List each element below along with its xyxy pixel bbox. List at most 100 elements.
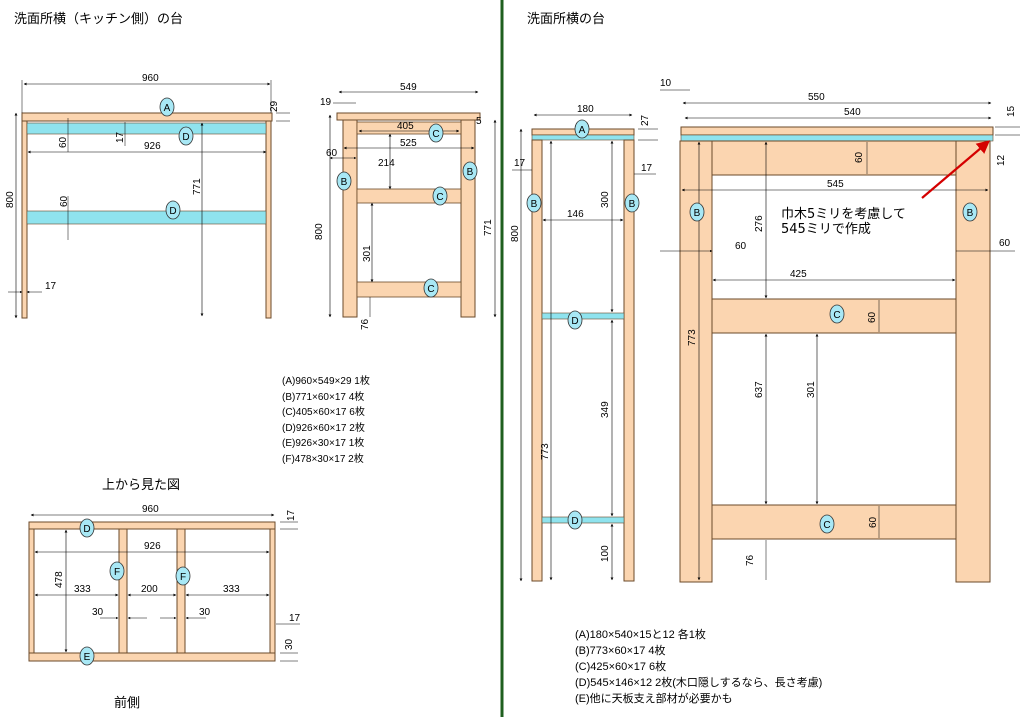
dim-bottom-gap: 76 (745, 554, 756, 566)
dim-leg-width-left: 60 (735, 241, 747, 252)
right-parts-list: (A)180×540×15と12 各1枚 (B)773×60×17 4枚 (C)… (575, 627, 822, 707)
dim-sub-thick: 12 (996, 154, 1007, 166)
left-front-view: 960 29 60 17 926 60 771 800 17 (5, 73, 290, 319)
svg-text:B: B (629, 199, 636, 210)
svg-text:D: D (571, 516, 578, 527)
dim-mid-span: 200 (141, 584, 158, 595)
part-line: (A)960×549×29 1枚 (282, 376, 370, 387)
dim-top-gap: 5 (476, 116, 482, 127)
dim-width: 550 (808, 92, 825, 103)
svg-text:A: A (164, 103, 171, 114)
svg-text:D: D (83, 524, 90, 535)
dim-top-thick: 29 (269, 100, 280, 112)
svg-text:B: B (467, 167, 474, 178)
dim-overhang: 19 (320, 97, 332, 108)
label-c-rf-mid: C (829, 304, 845, 324)
svg-text:D: D (182, 132, 189, 143)
svg-text:C: C (427, 284, 434, 295)
dim-mid-rail-height: 60 (867, 311, 878, 323)
dim-lower-rail-height: 60 (868, 516, 879, 528)
dim-inner-width: 545 (827, 179, 844, 190)
dim-301: 301 (806, 381, 817, 398)
part-label-layer: A D D C B B C C D F F E A B B D D B B C … (79, 97, 978, 666)
label-b-left: B (336, 171, 352, 191)
note-line-1: 巾木5ミリを考慮して (781, 207, 906, 222)
label-c-top: C (428, 123, 444, 143)
dim-inner-width: 926 (144, 541, 161, 552)
left-side-view: 549 19 5 405 525 60 214 800 771 301 76 (314, 82, 497, 330)
right-title: 洗面所横の台 (527, 12, 605, 27)
label-d-topview: D (79, 518, 95, 538)
dim-top-thick: 27 (640, 114, 651, 126)
dim-bottom-gap: 76 (360, 318, 371, 330)
dim-right-span: 333 (223, 584, 240, 595)
label-d-lower: D (165, 200, 181, 220)
dim-rail-height: 60 (58, 136, 69, 148)
label-f-left: F (109, 561, 125, 581)
dim-inner-width: 146 (567, 209, 584, 220)
front-caption: 前側 (114, 695, 140, 711)
dim-frame-thick: 17 (286, 509, 297, 521)
dim-upper-gap: 300 (600, 191, 611, 208)
dim-rail-width: 425 (790, 269, 807, 280)
dim-leg-width: 60 (326, 148, 338, 159)
dim-overhang: 10 (660, 78, 672, 89)
note-line-2: 545ミリで作成 (781, 222, 871, 237)
label-e-topview: E (79, 646, 95, 666)
svg-text:B: B (967, 208, 974, 219)
label-b-rf-left: B (689, 202, 705, 222)
label-d-upper: D (178, 126, 194, 146)
svg-text:B: B (531, 199, 538, 210)
svg-text:D: D (169, 206, 176, 217)
part-line: (C)405×60×17 6枚 (282, 407, 365, 418)
label-d-rs-upper: D (567, 310, 583, 330)
label-b-rs-left: B (526, 193, 542, 213)
dim-leg-height: 773 (687, 329, 698, 346)
dim-lower-gap: 301 (362, 245, 373, 262)
label-a-left-front: A (159, 97, 175, 117)
dim-depth: 549 (400, 82, 417, 93)
svg-text:F: F (180, 572, 186, 583)
dim-depth: 180 (577, 104, 594, 115)
dim-rail-thick: 17 (115, 131, 126, 143)
part-line: (D)545×146×12 2枚(木口隠しするなら、長さ考慮) (575, 677, 823, 689)
right-side-view: 180 27 17 17 800 146 300 349 773 100 (510, 104, 658, 582)
label-c-rf-bottom: C (819, 514, 835, 534)
label-b-rs-right: B (624, 193, 640, 213)
dim-front-rail: 30 (284, 638, 295, 650)
right-front-view: 10 550 540 15 12 60 276 545 60 60 425 60… (660, 78, 1020, 583)
left-title: 洗面所横（キッチン側）の台 (14, 12, 183, 27)
svg-text:F: F (114, 567, 120, 578)
left-parts-list: (A)960×549×29 1枚 (B)771×60×17 4枚 (C)405×… (282, 374, 370, 467)
svg-text:B: B (694, 208, 701, 219)
svg-text:E: E (84, 652, 91, 663)
label-b-rf-right: B (962, 202, 978, 222)
dim-inner-depth: 525 (400, 138, 417, 149)
svg-text:D: D (571, 316, 578, 327)
part-line: (A)180×540×15と12 各1枚 (575, 629, 706, 641)
leg-left (21, 120, 28, 319)
dim-top-thick: 15 (1006, 105, 1017, 117)
dim-middle-gap: 349 (600, 401, 611, 418)
svg-text:C: C (833, 310, 840, 321)
rail-d-lower (26, 210, 267, 225)
svg-text:B: B (341, 177, 348, 188)
dim-leg-thick-left: 17 (514, 158, 526, 169)
dim-top-width: 540 (844, 107, 861, 118)
dim-rail-height-2: 60 (59, 195, 70, 207)
dim-leg-height: 771 (192, 178, 203, 195)
leg-right (265, 120, 272, 319)
label-a-right-side: A (574, 119, 590, 139)
dim-slat-right: 30 (199, 607, 211, 618)
dim-height: 800 (510, 225, 521, 242)
dim-rail-height: 60 (854, 151, 865, 163)
part-line: (E)他に天板支え部材が必要かも (575, 693, 733, 705)
dim-slat-left: 30 (92, 607, 104, 618)
svg-text:A: A (579, 125, 586, 136)
part-line: (C)425×60×17 6枚 (575, 661, 667, 673)
dim-upper-gap: 214 (378, 158, 395, 169)
part-line: (F)478×30×17 2枚 (282, 453, 364, 465)
label-c-bottom: C (423, 278, 439, 298)
